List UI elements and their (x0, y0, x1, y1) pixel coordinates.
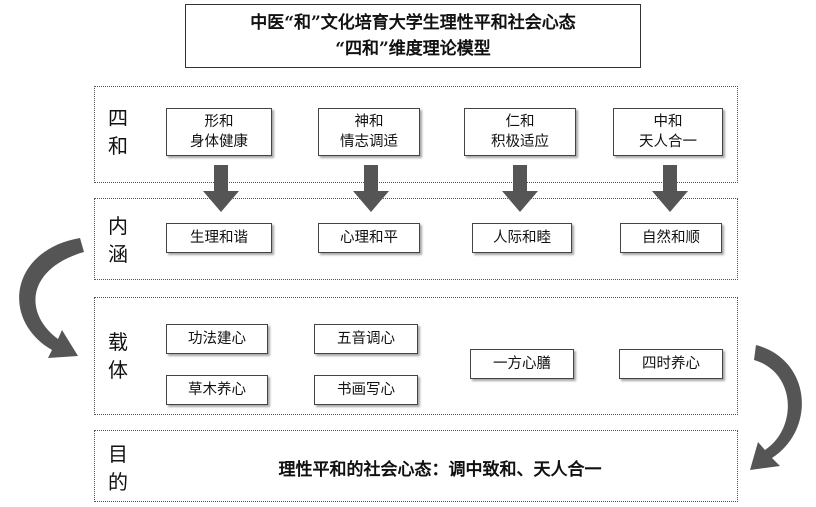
node-sishiyangxin: 四时养心 (619, 349, 723, 379)
diagram-title: 中医“和”文化培育大学生理性平和社会心态 “四和”维度理论模型 (185, 4, 641, 68)
node-renhe-line1: 仁和 (505, 114, 535, 130)
node-ziranheshun: 自然和顺 (620, 223, 722, 253)
title-line-1: 中医“和”文化培育大学生理性平和社会心态 (250, 13, 576, 33)
down-arrow-1 (203, 165, 239, 212)
row-neihan (94, 198, 738, 280)
title-line-2: “四和”维度理论模型 (335, 39, 491, 59)
row-label-neihan: 内 涵 (103, 212, 133, 268)
node-xinghe-line1: 形和 (204, 114, 234, 130)
row-label-mudi: 目 的 (103, 440, 133, 496)
node-zhonghe-line1: 中和 (653, 114, 683, 130)
row-label-neihan-2: 涵 (108, 242, 128, 266)
node-renhe: 仁和 积极适应 (464, 108, 576, 156)
node-wuyintiaoxin: 五音调心 (314, 324, 418, 354)
node-zhonghe-line2: 天人合一 (639, 134, 697, 150)
node-shuhuaxiexin: 书画写心 (314, 375, 418, 405)
row-label-mudi-1: 目 (108, 442, 128, 466)
goal-text: 理性平和的社会心态：调中致和、天人合一 (278, 460, 602, 480)
node-shenhe-line1: 神和 (354, 114, 384, 130)
node-shenhe-line2: 情志调适 (340, 134, 398, 150)
node-yifangxinshan: 一方心膳 (470, 349, 574, 379)
row-sihe (94, 86, 738, 183)
node-caomuyangxin: 草木养心 (166, 375, 268, 405)
row-label-sihe-2: 和 (108, 134, 128, 158)
row-label-sihe-1: 四 (108, 106, 128, 130)
row-zaiti (94, 297, 738, 415)
row-label-neihan-1: 内 (108, 214, 128, 238)
node-gongfajianxin: 功法建心 (166, 324, 268, 354)
row-label-zaiti-2: 体 (108, 358, 128, 382)
node-shenhe: 神和 情志调适 (318, 108, 420, 156)
node-shenglihexie: 生理和谐 (166, 223, 272, 253)
row-label-zaiti-1: 载 (108, 330, 128, 354)
node-renjihemu: 人际和睦 (472, 223, 572, 253)
node-renhe-line2: 积极适应 (491, 134, 549, 150)
row-label-zaiti: 载 体 (103, 328, 133, 384)
node-xinlihexie: 心理和平 (318, 223, 420, 253)
down-arrow-2 (353, 165, 389, 212)
node-xinghe: 形和 身体健康 (166, 108, 272, 156)
node-zhonghe: 中和 天人合一 (613, 108, 723, 156)
row-mudi (94, 430, 738, 502)
down-arrow-3 (502, 165, 538, 212)
down-arrow-4 (652, 165, 688, 212)
row-label-sihe: 四 和 (103, 104, 133, 160)
node-xinghe-line2: 身体健康 (190, 134, 248, 150)
row-label-mudi-2: 的 (108, 470, 128, 494)
